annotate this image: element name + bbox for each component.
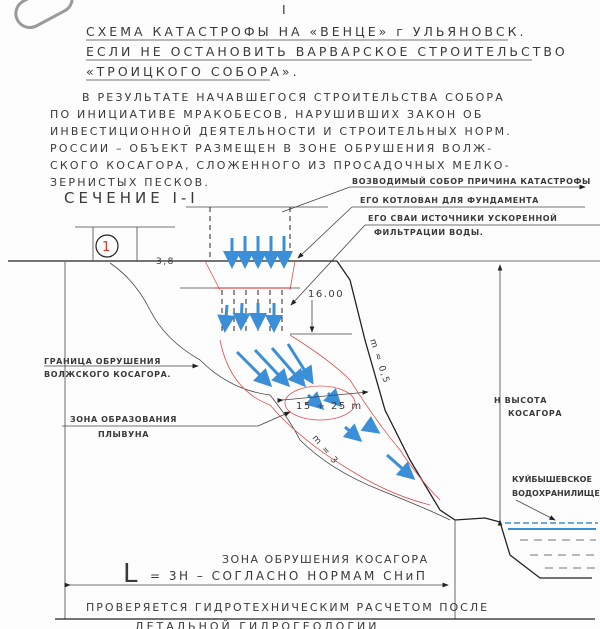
- check-note-2: ДЕТАЛЬНОЙ ГИДРОГЕОЛОГИИ: [135, 620, 380, 629]
- quicksand-label-2: ПЛЫВУНА: [98, 430, 149, 439]
- title-line-3: «ТРОИЦКОГО СОБОРА».: [86, 64, 300, 79]
- paragraph-line: ИНВЕСТИЦИОННОЙ ДЕЯТЕЛЬНОСТИ И СТРОИТЕЛЬН…: [50, 125, 512, 138]
- pit-edge: [289, 260, 296, 291]
- paragraph-line: РОССИИ – ОБЪЕКТ РАЗМЕЩЕН В ЗОНЕ ОБРУШЕНИ…: [50, 142, 493, 155]
- water-surface: [505, 522, 598, 569]
- formula: = 3H – СОГЛАСНО НОРМАМ СНиП: [150, 569, 427, 583]
- paragraph-line: ЗЕРНИСТЫХ ПЕСКОВ.: [50, 176, 210, 189]
- callout-piles: ЕГО СВАИ ИСТОЧНИКИ УСКОРЕННОЙ: [368, 212, 557, 223]
- dim-piles-depth: 16.00: [308, 289, 344, 300]
- water-filtration-arrows: [217, 236, 416, 480]
- leader-line: [257, 411, 291, 427]
- reservoir-label: КУЙБЫШЕВСКОЕ: [512, 473, 592, 484]
- paragraph-line: ПО ИНИЦИАТИВЕ МРАКОБЕСОВ, НАРУШИВШИХ ЗАК…: [50, 108, 484, 121]
- quicksand-ellipse: [284, 385, 356, 421]
- height-label-2: КОСАГОРА: [508, 409, 562, 418]
- building-marker-number: 1: [102, 240, 112, 255]
- zone-width-dim: [277, 390, 369, 403]
- L-symbol: L: [123, 559, 139, 589]
- dim-pit-depth: 3,8: [156, 257, 175, 267]
- zone-outline: [289, 334, 441, 501]
- slope-profile: [336, 260, 592, 579]
- height-label: H ВЫСОТА: [494, 396, 547, 405]
- callout-piles-2: ФИЛЬТРАЦИИ ВОДЫ.: [374, 228, 483, 237]
- leader-line: [281, 186, 351, 213]
- zone-outline: [219, 339, 431, 506]
- paper-clip-icon: [14, 0, 74, 30]
- leader-line: [515, 499, 556, 521]
- dim-slope-gentle: m = 3: [310, 434, 340, 467]
- paragraph-line: В РЕЗУЛЬТАТЕ НАЧАВШЕГОСЯ СТРОИТЕЛЬСТВА С…: [82, 91, 505, 104]
- title-line-2: ЕСЛИ НЕ ОСТАНОВИТЬ ВАРВАРСКОЕ СТРОИТЕЛЬС…: [86, 44, 568, 59]
- collapse-boundary-label-2: ВОЛЖСКОГО КОСАГОРА.: [44, 370, 171, 379]
- quicksand-label: ЗОНА ОБРАЗОВАНИЯ: [70, 415, 177, 424]
- callout-pit: ЕГО КОТЛОВАН ДЛЯ ФУНДАМЕНТА: [360, 196, 539, 205]
- check-note: ПРОВЕРЯЕТСЯ ГИДРОТЕХНИЧЕСКИМ РАСЧЕТОМ ПО…: [86, 601, 489, 614]
- leader-line: [290, 224, 366, 306]
- collapse-boundary-label: ГРАНИЦА ОБРУШЕНИЯ: [44, 357, 161, 366]
- section-label: СЕЧЕНИЕ I-I: [64, 189, 199, 207]
- pit-edge: [204, 260, 221, 291]
- zone-title: ЗОНА ОБРУШЕНИЯ КОСАГОРА: [222, 553, 429, 566]
- building-marker: [95, 234, 119, 258]
- section-number: I: [282, 2, 289, 17]
- title-line-1: СХЕМА КАТАСТРОФЫ НА «ВЕНЦЕ» г УЛЬЯНОВСК.: [86, 24, 527, 39]
- dim-zone-width: 15 ÷ 25 m: [296, 401, 363, 412]
- collapse-boundary: [109, 262, 451, 521]
- leader-line: [297, 206, 353, 259]
- reservoir-label-2: ВОДОХРАНИЛИЩЕ: [512, 489, 600, 498]
- paragraph-line: СКОГО КОСАГОРА, СЛОЖЕННОГО ИЗ ПРОСАДОЧНЫ…: [50, 159, 511, 172]
- callout-cathedral: ВОЗВОДИМЫЙ СОБОР ПРИЧИНА КАТАСТРОФЫ: [352, 175, 591, 186]
